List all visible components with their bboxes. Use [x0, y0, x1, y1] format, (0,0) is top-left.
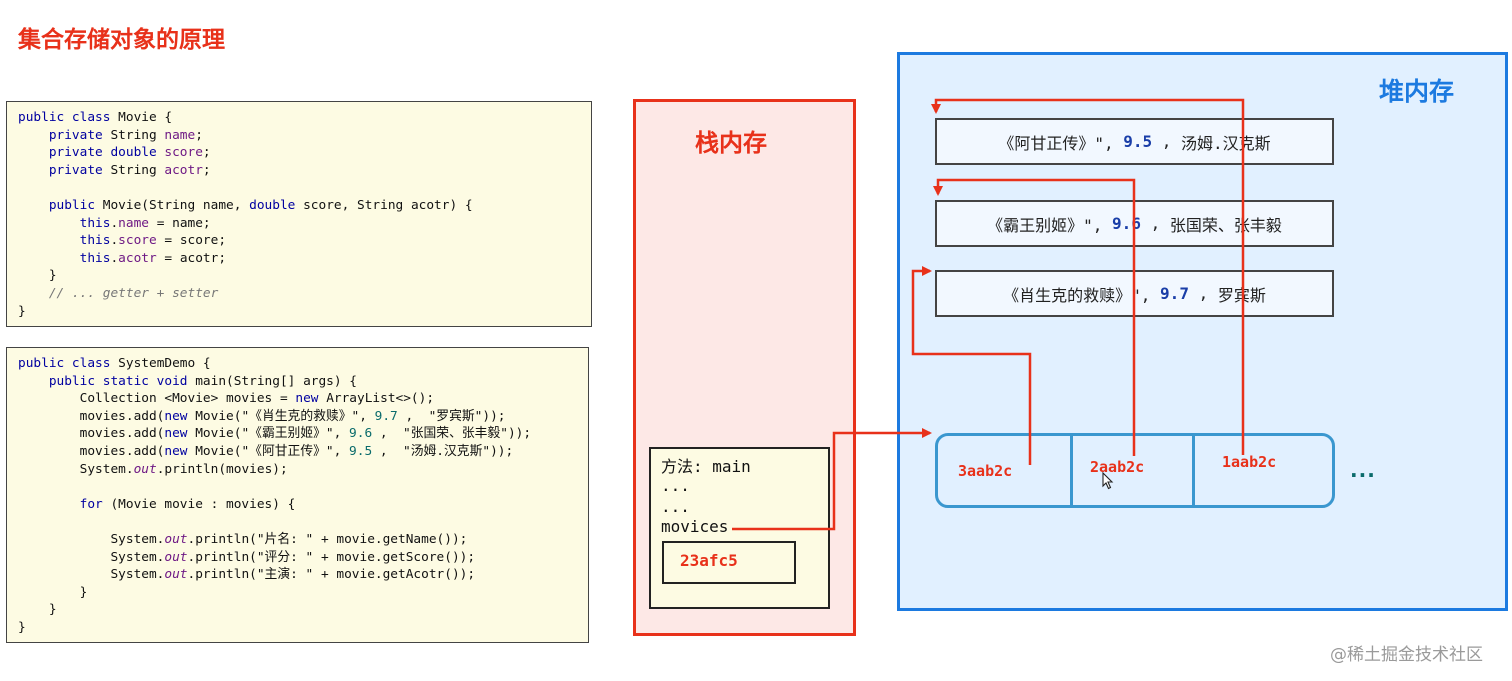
code-lines: public class Movie { private String name…	[18, 109, 580, 320]
code-line: }	[18, 602, 57, 618]
heap-memory-title: 堆内存	[1379, 77, 1455, 106]
arrow-slot2-to-movie2	[933, 178, 1136, 456]
system-demo-code-panel: public class SystemDemo { public static …	[6, 347, 589, 643]
code-line: private String acotr;	[18, 162, 211, 178]
movie-name: 《霸王别姬》",	[987, 215, 1103, 235]
more-elements-ellipsis: ...	[1350, 458, 1376, 482]
watermark: @稀土掘金技术社区	[1330, 645, 1483, 665]
movie-score: 9.5	[1123, 132, 1153, 151]
stack-memory-title: 栈内存	[695, 129, 767, 157]
code-line: for (Movie movie : movies) {	[18, 496, 296, 512]
movie-actor: 张国荣、张丰毅	[1169, 215, 1282, 235]
list-slot-address: 2aab2c	[1090, 458, 1145, 476]
arrow-slot3-to-movie3	[911, 266, 1032, 465]
code-line: System.out.println(movies);	[18, 461, 288, 477]
code-line: private double score;	[18, 145, 211, 161]
code-line: // ... getter + setter	[18, 285, 219, 301]
frame-ellipsis: ...	[661, 476, 690, 495]
code-line: this.score = score;	[18, 233, 227, 249]
code-line: this.acotr = acotr;	[18, 250, 227, 266]
page-title: 集合存储对象的原理	[18, 27, 225, 53]
movie-actor: 汤姆.汉克斯	[1181, 133, 1271, 153]
code-line: }	[18, 619, 26, 635]
collection-address-box	[662, 541, 796, 584]
code-line: public class SystemDemo {	[18, 356, 211, 371]
code-line: movies.add(new Movie("《霸王别姬》", 9.6 , "张国…	[18, 426, 532, 442]
code-line: System.out.println("评分: " + movie.getSco…	[18, 549, 476, 565]
collection-address: 23afc5	[680, 551, 738, 570]
code-line: movies.add(new Movie("《肖生克的救赎》", 9.7 , "…	[18, 408, 506, 424]
code-line: }	[18, 584, 88, 600]
code-line: System.out.println("片名: " + movie.getNam…	[18, 531, 468, 547]
code-line: }	[18, 268, 57, 284]
movie-score: 9.7	[1160, 284, 1189, 303]
frame-variable-movices: movices	[661, 517, 729, 536]
code-line: System.out.println("主演: " + movie.getAco…	[18, 567, 476, 583]
movie-object-1: 《阿甘正传》", 9.5 , 汤姆.汉克斯	[935, 118, 1334, 165]
code-line: public class Movie {	[18, 110, 173, 125]
frame-ellipsis: ...	[661, 497, 690, 516]
code-line: Collection <Movie> movies = new ArrayLis…	[18, 391, 435, 407]
frame-method-label: 方法: main	[661, 457, 751, 476]
mouse-pointer-icon	[1102, 472, 1114, 490]
list-slot-address: 1aab2c	[1222, 453, 1277, 471]
list-slot-divider	[1192, 433, 1195, 508]
arrow-slot1-to-movie1	[931, 98, 1245, 455]
code-line: movies.add(new Movie("《阿甘正传》", 9.5 , "汤姆…	[18, 443, 514, 459]
code-line: public Movie(String name, double score, …	[18, 197, 473, 213]
arrow-movices-to-list	[732, 428, 932, 531]
movie-class-code-panel: public class Movie { private String name…	[6, 101, 592, 327]
code-line: private String name;	[18, 127, 203, 143]
code-line: }	[18, 303, 26, 319]
code-line: public static void main(String[] args) {	[18, 373, 357, 389]
code-line: this.name = name;	[18, 215, 211, 231]
list-slot-address: 3aab2c	[958, 462, 1013, 480]
code-lines: public class SystemDemo { public static …	[18, 355, 577, 637]
list-slot-divider	[1070, 433, 1073, 508]
movie-name: 《肖生克的救赎》",	[1003, 285, 1151, 305]
movie-name: 《阿甘正传》",	[998, 133, 1114, 153]
